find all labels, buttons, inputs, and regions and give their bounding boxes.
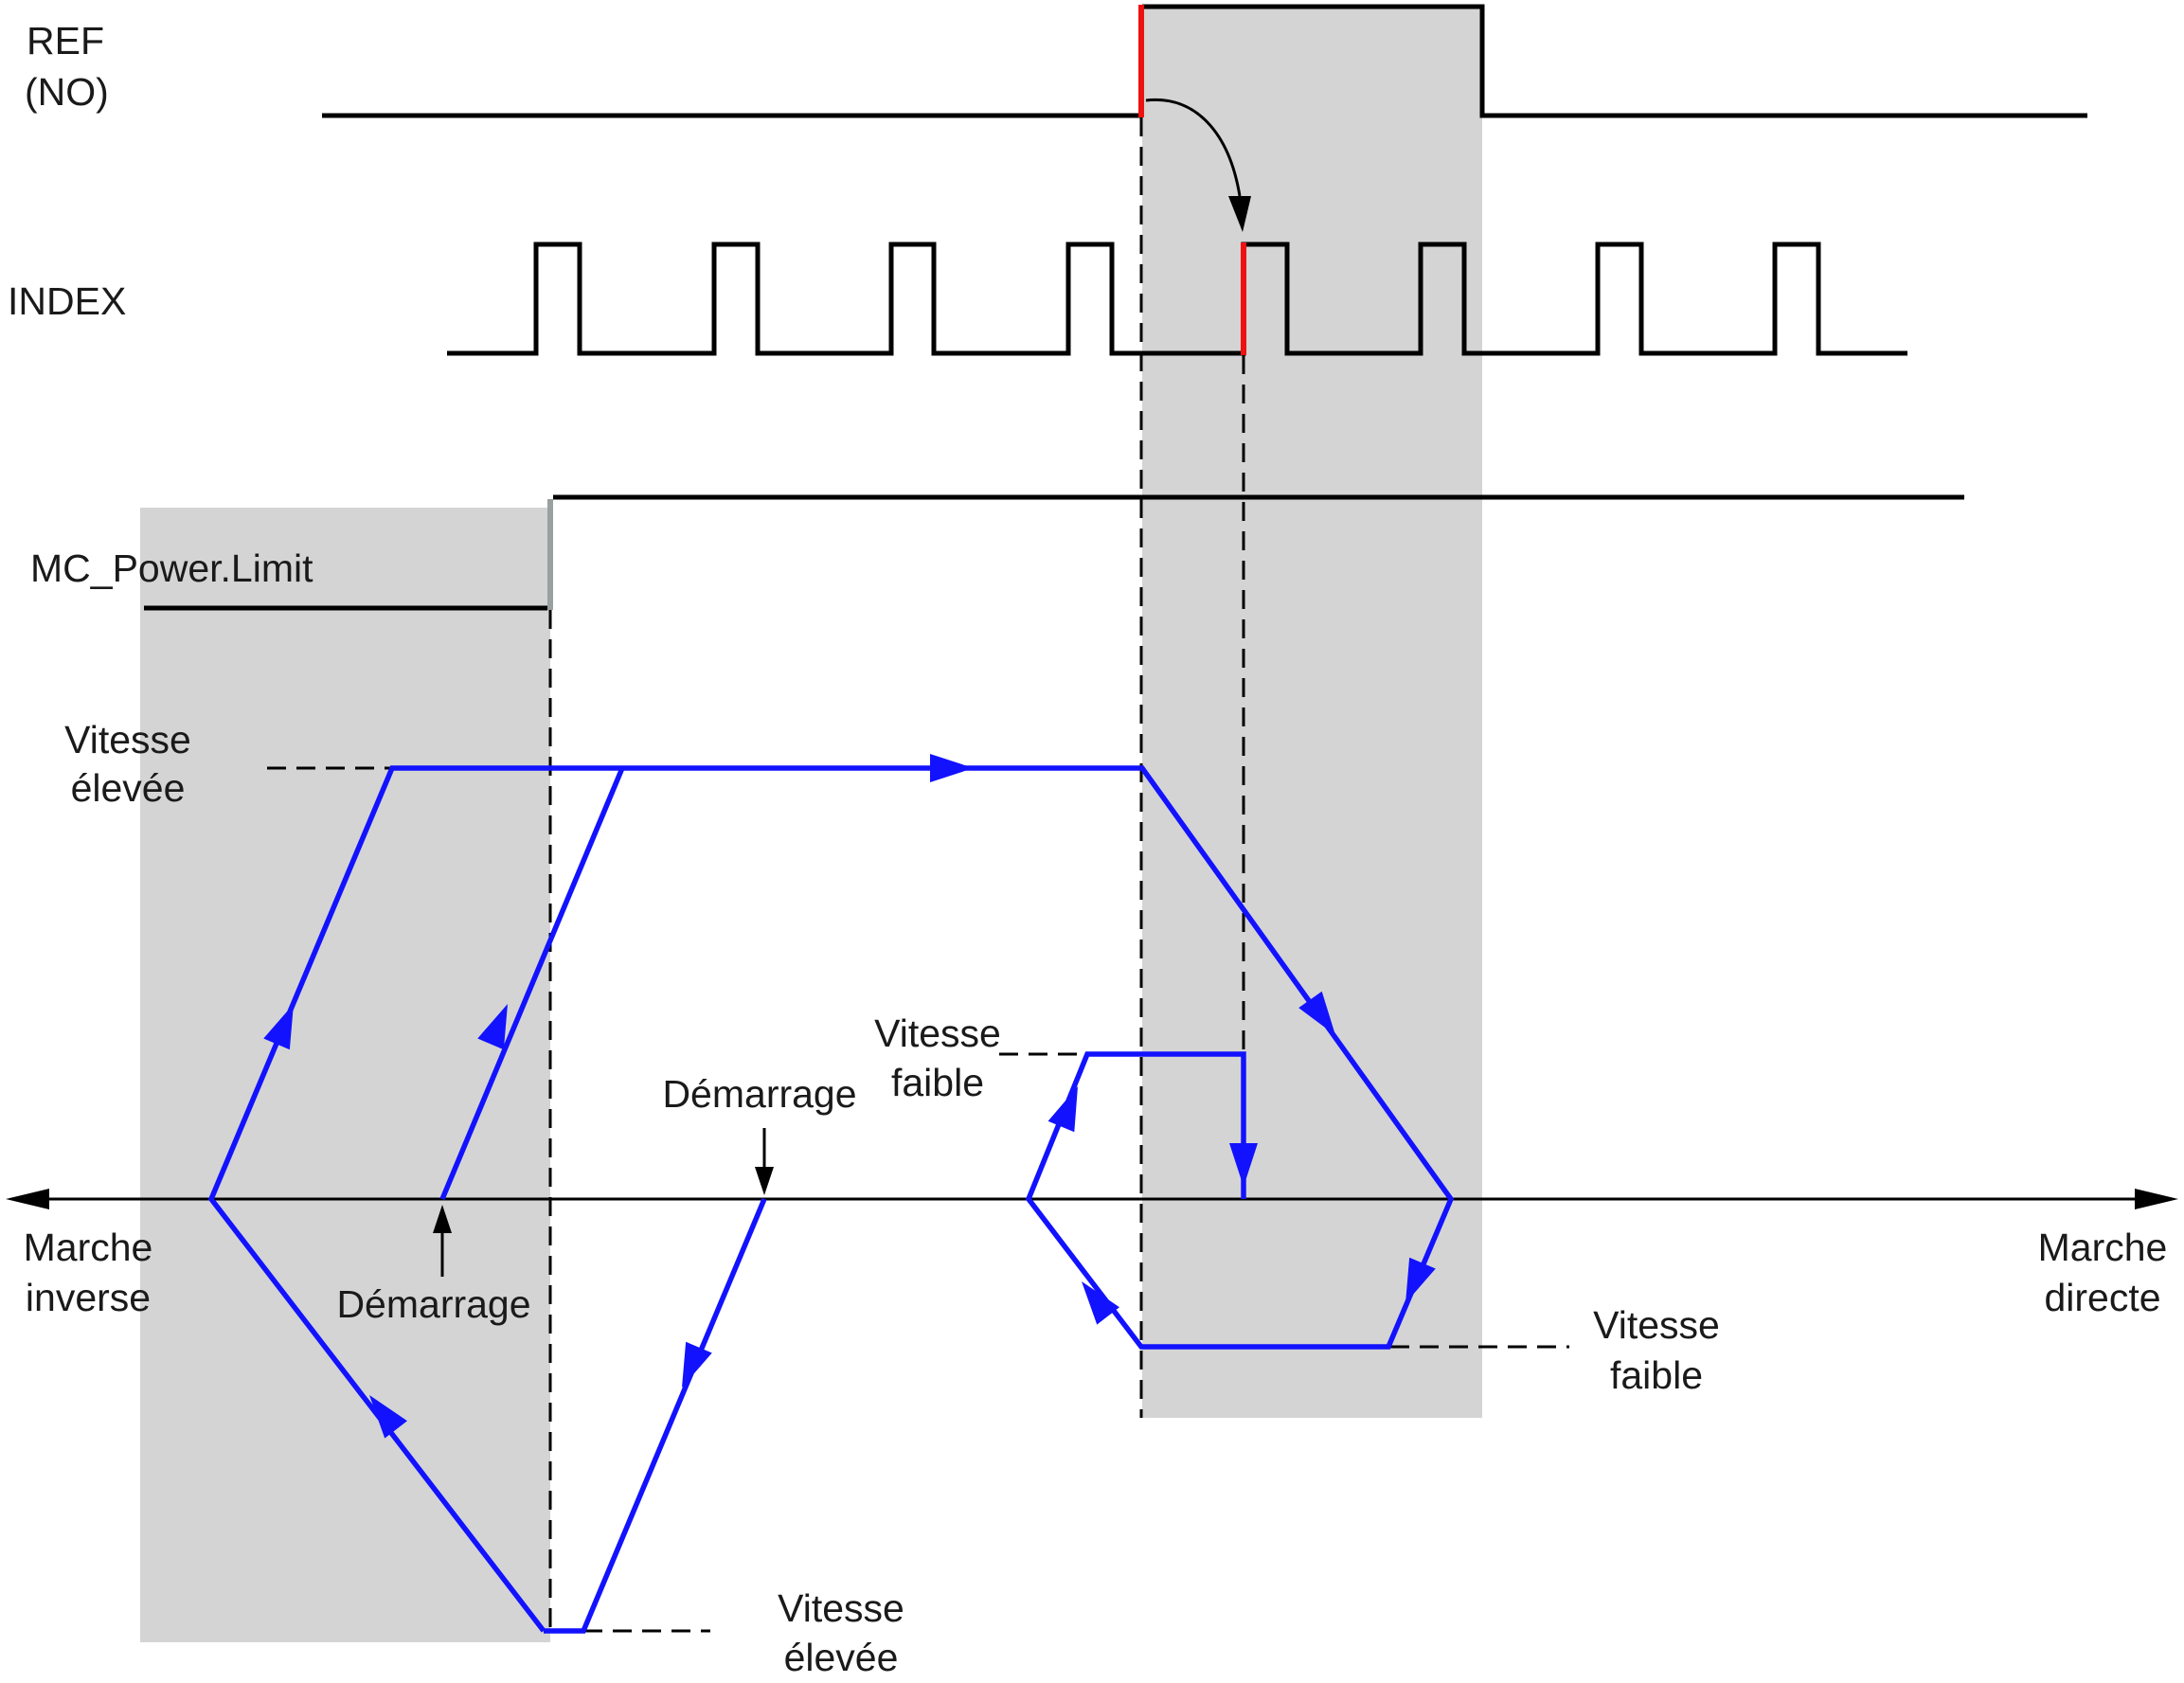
- direction-arrowhead: [1047, 1086, 1078, 1133]
- start-bottom-label: Démarrage: [336, 1282, 530, 1326]
- index-label: INDEX: [8, 279, 126, 323]
- shaded-zone-left: [140, 508, 550, 1642]
- ref-no-label: (NO): [25, 70, 109, 114]
- trajectory-reverse-loop: [207, 765, 1455, 1633]
- high-speed-top-label-2: élevée: [71, 766, 186, 810]
- power-limit-label: MC_Power.Limit: [30, 546, 313, 590]
- ref-signal-high: [1142, 4, 2087, 118]
- direction-arrowhead: [1082, 1281, 1119, 1325]
- direction-arrowhead: [1229, 1143, 1258, 1187]
- high-speed-bottom-label-2: élevée: [784, 1636, 899, 1679]
- ref-label: REF: [27, 19, 104, 63]
- start-top-label: Démarrage: [662, 1072, 856, 1116]
- direction-arrowhead: [477, 1004, 508, 1050]
- ref-to-index-arrowhead: [1228, 196, 1251, 232]
- low-speed-mid-label-1: Vitesse: [874, 1012, 1001, 1055]
- shaded-zone-right: [1142, 5, 1482, 1418]
- trajectory-direction-arrows: [263, 754, 1436, 1439]
- reverse-label-2: inverse: [26, 1276, 151, 1319]
- forward-label-1: Marche: [2038, 1226, 2168, 1269]
- forward-label-2: directe: [2044, 1276, 2160, 1319]
- high-speed-bottom-label-1: Vitesse: [778, 1586, 904, 1630]
- low-speed-right-label-2: faible: [1610, 1353, 1703, 1397]
- direction-arrowhead: [369, 1395, 407, 1439]
- start-marker-bottom-arrowhead: [433, 1205, 452, 1233]
- low-speed-mid-label-2: faible: [891, 1061, 984, 1104]
- direction-arrowhead: [930, 754, 974, 782]
- axis-arrow-right: [2135, 1189, 2178, 1209]
- high-speed-top-label-1: Vitesse: [64, 718, 191, 761]
- direction-arrowhead: [1298, 991, 1335, 1035]
- direction-arrowhead: [1405, 1257, 1436, 1303]
- direction-arrowhead: [263, 1004, 294, 1050]
- ref-to-index-arrow: [1145, 98, 1242, 197]
- index-signal: [447, 242, 1907, 356]
- trajectory-start-fall: [544, 1197, 767, 1634]
- axis-arrow-left: [6, 1189, 49, 1209]
- start-marker-top-arrowhead: [755, 1167, 774, 1195]
- reverse-label-1: Marche: [24, 1226, 153, 1269]
- low-speed-right-label-1: Vitesse: [1593, 1303, 1720, 1347]
- direction-arrowhead: [682, 1341, 712, 1388]
- trajectory-start-rise: [439, 766, 625, 1201]
